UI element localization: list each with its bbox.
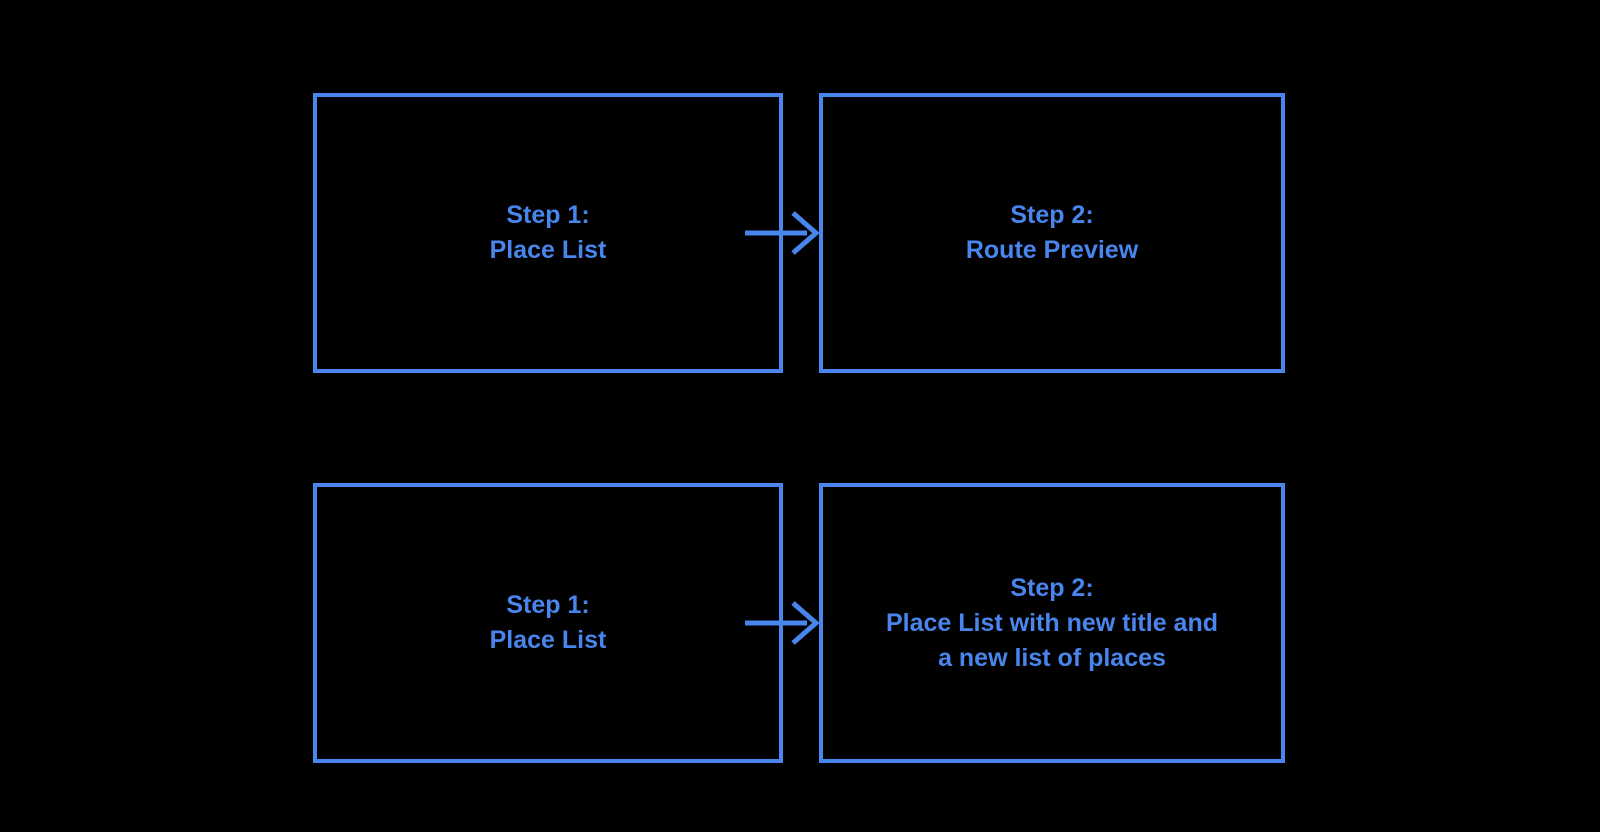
node-step1-place-list: Step 1: Place List [313, 93, 783, 373]
node-line: Step 2: [1010, 201, 1094, 229]
node-step1-place-list-2: Step 1: Place List [313, 483, 783, 763]
node-line: Place List with new title and [885, 608, 1218, 637]
arrow-right-icon [745, 211, 820, 255]
node-step2-route-preview: Step 2: Route Preview [819, 93, 1285, 373]
node-line: a new list of places [938, 643, 1166, 672]
node-line: Step 2: [1010, 573, 1094, 602]
node-step2-new-place-list: Step 2: Place List with new title and a … [819, 483, 1285, 763]
node-line: Step 1: [506, 591, 590, 619]
node-line: Route Preview [965, 236, 1139, 264]
node-line: Place List [489, 626, 607, 654]
arrow-right-icon [745, 601, 820, 645]
node-line: Place List [489, 236, 607, 264]
node-line: Step 1: [506, 201, 590, 229]
